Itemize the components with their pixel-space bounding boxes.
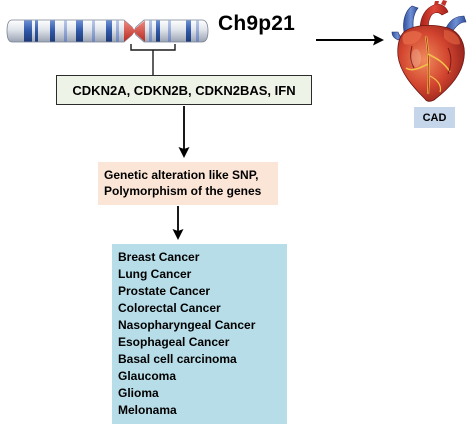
alteration-box: Genetic alteration like SNP, Polymorphis… bbox=[98, 162, 278, 205]
arrow-to-heart bbox=[316, 34, 384, 46]
genes-box: CDKN2A, CDKN2B, CDKN2BAS, IFN bbox=[56, 75, 312, 105]
chromosome-label: Ch9p21 bbox=[218, 12, 296, 35]
arrow-to-alteration bbox=[178, 106, 190, 158]
cancer-item: Breast Cancer bbox=[118, 250, 200, 264]
cancer-item: Glioma bbox=[118, 386, 159, 400]
cancer-list-box: Breast Cancer Lung Cancer Prostate Cance… bbox=[112, 244, 287, 424]
cancer-item: Nasopharyngeal Cancer bbox=[118, 318, 256, 332]
cancer-list: Breast Cancer Lung Cancer Prostate Cance… bbox=[118, 249, 281, 419]
arrow-to-cancers bbox=[172, 206, 184, 240]
cad-label: CAD bbox=[414, 107, 455, 128]
locus-bracket bbox=[130, 44, 176, 76]
cancer-item: Lung Cancer bbox=[118, 267, 192, 281]
cancer-item: Melonama bbox=[118, 403, 177, 417]
cancer-item: Colorectal Cancer bbox=[118, 301, 221, 315]
chromosome-icon bbox=[6, 19, 209, 43]
cancer-item: Esophageal Cancer bbox=[118, 335, 230, 349]
heart-organ-icon bbox=[391, 0, 467, 102]
cancer-item: Glaucoma bbox=[118, 369, 177, 383]
cancer-item: Prostate Cancer bbox=[118, 284, 211, 298]
genes-text: CDKN2A, CDKN2B, CDKN2BAS, IFN bbox=[72, 82, 296, 98]
alteration-line-2: Polymorphism of the genes bbox=[104, 184, 262, 198]
alteration-line-1: Genetic alteration like SNP, bbox=[104, 168, 259, 182]
cancer-item: Basal cell carcinoma bbox=[118, 352, 237, 366]
